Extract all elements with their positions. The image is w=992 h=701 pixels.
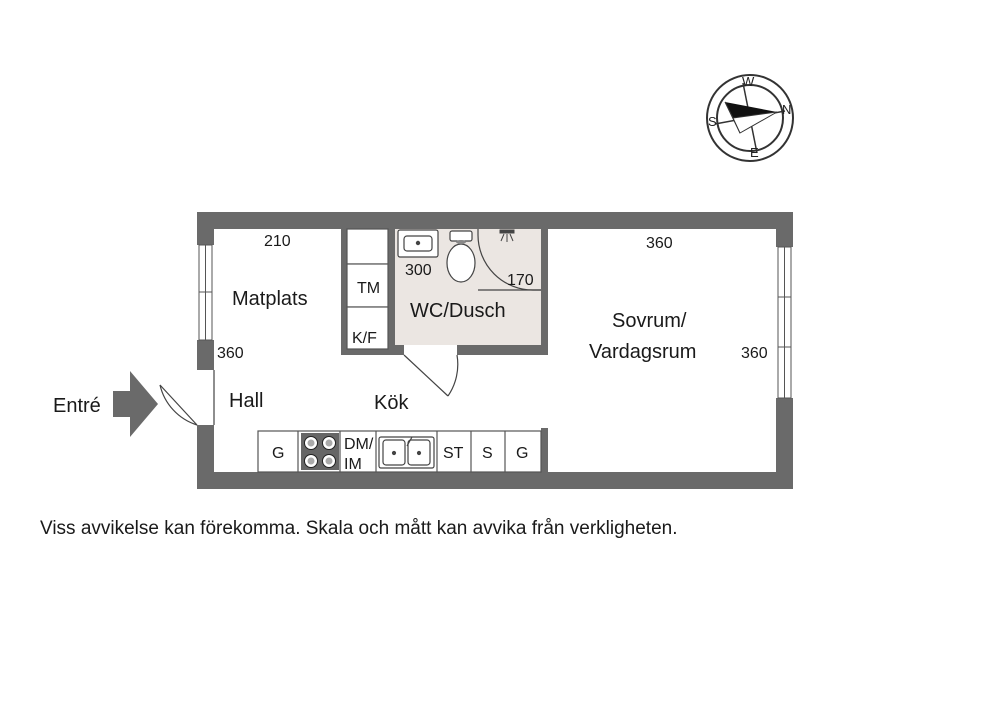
room-matplats-label: Matplats [232,288,308,310]
outer-walls [197,212,793,489]
appliance-im-label: IM [344,456,362,473]
toilet-icon [446,230,476,283]
entrance-label: Entré [53,395,101,417]
compass-e-label: E [750,145,759,160]
kitchen-sink-icon [378,436,435,469]
dim-wc-shower: 170 [507,272,534,289]
appliance-kf-label: K/F [352,330,377,347]
window-right [777,246,792,399]
dim-sovrum-width: 360 [646,235,673,252]
appliance-g-left-label: G [272,445,284,462]
shower-area [477,229,541,291]
appliance-g-right-label: G [516,445,528,462]
room-sovrum-label: Sovrum/ [612,310,687,332]
compass-n-label: N [782,102,791,117]
compass-s-label: S [708,114,717,129]
appliance-tm-label: TM [357,280,380,297]
dim-wc-width: 300 [405,262,432,279]
interior-walls [341,229,548,472]
sink-icon [397,229,439,258]
room-wc-label: WC/Dusch [410,300,506,322]
entrance-arrow-icon [113,371,158,437]
compass-icon: W N S E [706,74,794,162]
stove-icon [301,433,339,470]
wc-door[interactable] [403,354,459,397]
appliance-s-label: S [482,445,493,462]
entrance-door[interactable] [159,370,215,426]
dim-matplats-depth: 360 [217,345,244,362]
appliance-dm-label: DM/ [344,436,374,453]
dim-matplats-width: 210 [264,233,291,250]
appliance-st-label: ST [443,445,464,462]
room-vardagsrum-label: Vardagsrum [589,341,696,363]
disclaimer-text: Viss avvikelse kan förekomma. Skala och … [40,518,678,539]
room-kok-label: Kök [374,392,409,414]
dim-sovrum-depth: 360 [741,345,768,362]
window-left [198,244,213,341]
compass-w-label: W [742,74,755,89]
shower-head-icon [499,229,515,242]
room-hall-label: Hall [229,390,263,412]
closets [346,228,389,350]
